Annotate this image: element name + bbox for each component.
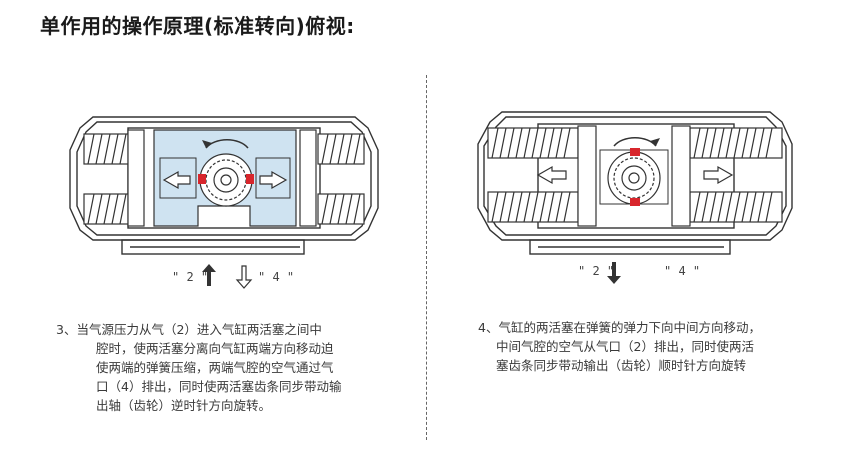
caption-line: 塞齿条同步带动输出（齿轮）顺时针方向旋转 — [496, 358, 747, 373]
caption-line: 出轴（齿轮）逆时针方向旋转。 — [96, 398, 272, 413]
left-piston-left — [127, 129, 145, 227]
right-caption: 4、气缸的两活塞在弹簧的弹力下向中间方向移动， 中间气腔的空气从气口（2）排出，… — [478, 318, 761, 375]
panel-divider — [426, 75, 427, 440]
left-port-2-arrow — [202, 264, 216, 286]
left-seal-right — [246, 174, 254, 184]
caption-line: 4、气缸的两活塞在弹簧的弹力下向中间方向移动， — [478, 320, 761, 335]
left-pinion-gear — [199, 153, 253, 207]
right-port-2-arrow — [607, 262, 621, 284]
right-seal-top — [630, 148, 640, 156]
left-seal-left — [198, 174, 206, 184]
right-port-4-label: " 4 " — [664, 264, 701, 278]
left-spring-pack-right — [317, 133, 365, 225]
left-actuator-diagram — [69, 116, 379, 289]
page-title: 单作用的操作原理(标准转向)俯视: — [40, 14, 355, 38]
caption-line: 中间气腔的空气从气口（2）排出，同时使两活 — [496, 339, 754, 354]
left-spring-pack-left — [83, 133, 129, 225]
right-motion-arrows — [536, 165, 734, 185]
left-caption: 3、当气源压力从气（2）进入气缸两活塞之间中 腔时，使两活塞分离向气缸两端方向移… — [56, 320, 341, 415]
right-seal-bottom — [630, 198, 640, 206]
left-port-2-label: " 2 " — [172, 270, 209, 284]
caption-line: 使两端的弹簧压缩，两端气腔的空气通过气 — [96, 360, 334, 375]
right-piston-left — [577, 125, 597, 227]
right-spring-pack-right — [689, 127, 783, 223]
left-motion-arrows — [162, 170, 288, 190]
right-actuator-diagram — [477, 111, 793, 284]
left-piston-right — [299, 129, 317, 227]
right-piston-right — [671, 125, 691, 227]
right-pinion-gear — [607, 151, 661, 205]
caption-line: 口（4）排出，同时使两活塞齿条同步带动输 — [96, 379, 342, 394]
left-port-4-arrow — [235, 265, 253, 289]
right-spring-pack-left — [487, 127, 579, 223]
caption-line: 3、当气源压力从气（2）进入气缸两活塞之间中 — [56, 322, 322, 337]
right-port-2-label: " 2 " — [578, 264, 615, 278]
left-port-4-label: " 4 " — [258, 270, 295, 284]
caption-line: 腔时，使两活塞分离向气缸两端方向移动迫 — [96, 341, 334, 356]
